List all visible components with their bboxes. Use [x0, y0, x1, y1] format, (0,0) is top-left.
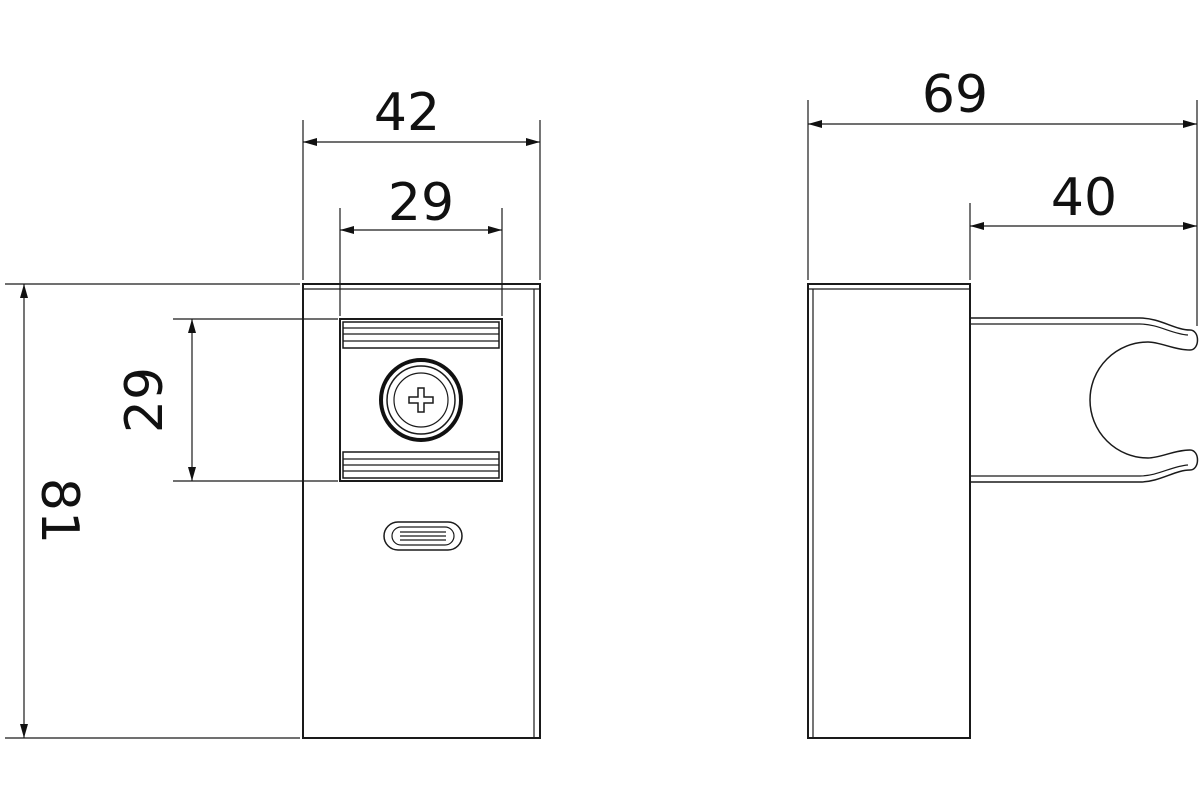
screw-icon [379, 358, 463, 442]
dim-label-81: 81 [29, 478, 89, 544]
dim-front-width: 42 [302, 83, 541, 280]
side-view [807, 283, 1199, 739]
dim-side-arm: 40 [969, 168, 1197, 280]
dim-front-height: 81 [5, 283, 300, 739]
dim-label-40: 40 [1051, 168, 1117, 228]
front-body-outline [302, 283, 541, 739]
dim-label-29-horizontal: 29 [388, 173, 454, 233]
dim-label-69: 69 [922, 65, 988, 125]
dim-front-inner-height: 29 [115, 318, 338, 482]
side-body-outline [807, 283, 971, 739]
front-slot [383, 521, 463, 551]
dim-label-42: 42 [374, 83, 440, 143]
dim-label-29-vertical: 29 [115, 367, 175, 433]
mounting-plate [339, 318, 503, 482]
dim-side-depth: 69 [807, 65, 1198, 326]
front-view [302, 283, 541, 739]
dim-front-inner-width: 29 [339, 173, 503, 316]
holder-arm [970, 317, 1199, 483]
